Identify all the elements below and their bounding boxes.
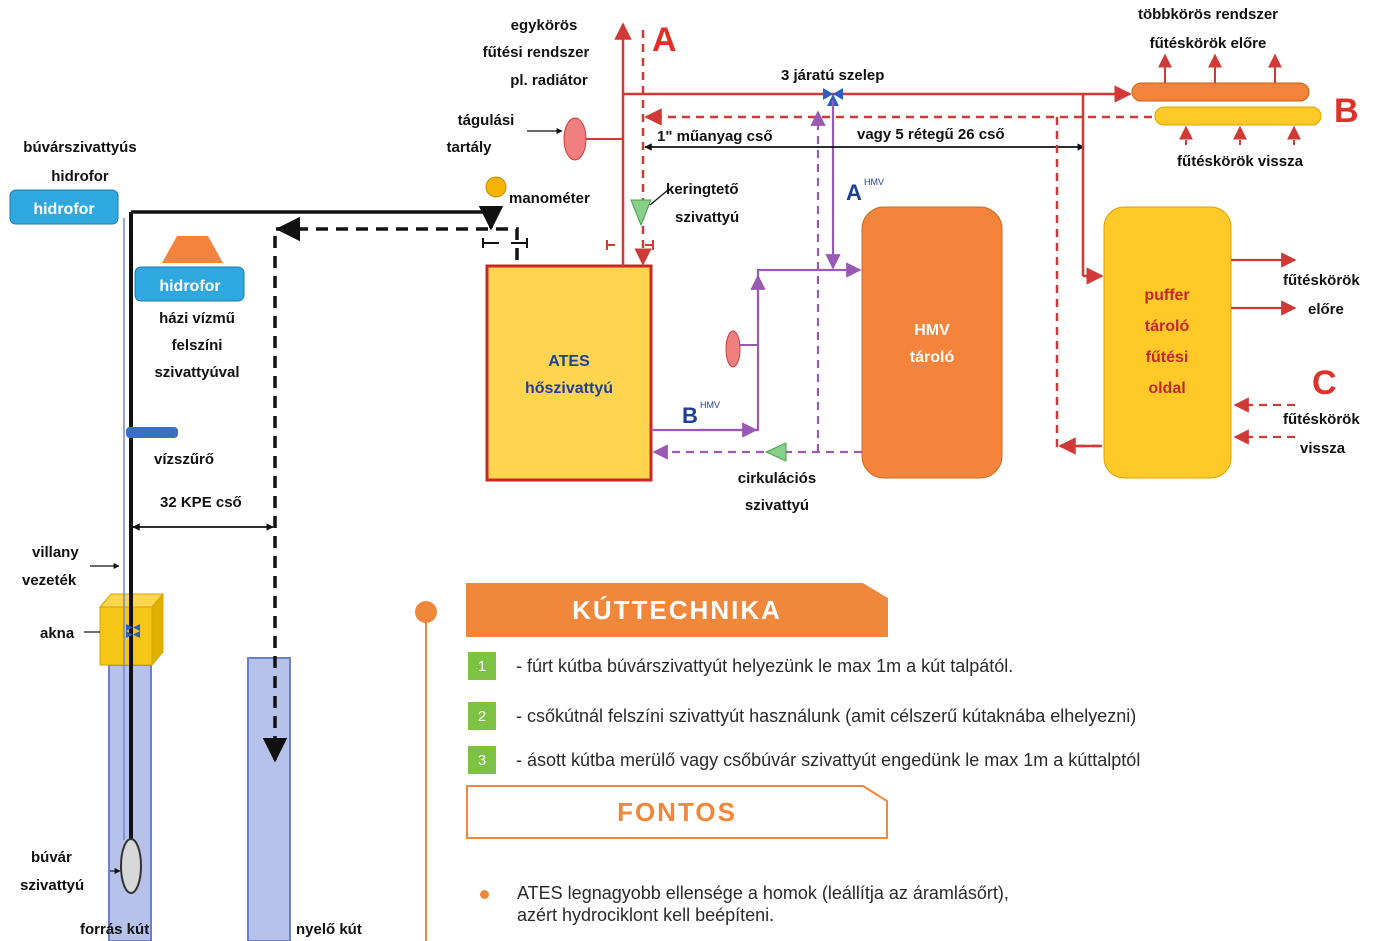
label-hazi-vizmu-3: szivattyúval <box>154 364 239 381</box>
label-tobbkoros-1: többkörös rendszer <box>1138 6 1278 23</box>
marker-c: C <box>1312 364 1337 402</box>
step-2-text: - csőkútnál felszíni szivattyút használu… <box>516 705 1137 726</box>
fontos-heading-border <box>466 785 888 839</box>
return-pipe-dashed <box>262 227 519 763</box>
label-buvarszivattyus-1: búvárszivattyús <box>23 139 136 156</box>
label-hazi-vizmu-2: felszíni <box>172 337 223 354</box>
label-futeskorok-vissza-top: fűtéskörök vissza <box>1177 153 1304 170</box>
label-kpe: 32 KPE cső <box>160 494 242 511</box>
fontos-bullet <box>480 890 489 899</box>
info-panel: KÚTTECHNIKA 1 - fúrt kútba búvárszivatty… <box>400 580 1396 941</box>
ates-box <box>485 264 653 482</box>
label-hazi-vizmu-1: házi vízmű <box>159 310 235 327</box>
hidrofor-pump-cap <box>162 236 223 263</box>
hidrofor-top-box <box>9 189 119 225</box>
hidrofor-mid-label: hidrofor <box>159 278 220 295</box>
puffer-label-4: oldal <box>1148 380 1185 397</box>
marker-b: B <box>1334 92 1359 130</box>
step-2-number: 2 <box>468 702 496 730</box>
label-cirkulacios-1: cirkulációs <box>738 470 816 487</box>
expansion-tank <box>563 117 587 161</box>
puffer-label-3: fűtési <box>1146 349 1189 366</box>
marker-a-hmv-sup: HMV <box>864 177 884 187</box>
label-keringteto-2: szivattyú <box>675 209 739 226</box>
fontos-text-line-2: azért hydrociklont kell beépíteni. <box>517 905 775 925</box>
submersible-pump <box>120 838 142 894</box>
keringteto-pointer <box>649 189 669 206</box>
ates-label-1: ATES <box>548 353 590 370</box>
fontos-heading: FONTOS <box>466 785 888 839</box>
water-filter <box>126 427 178 438</box>
kuttechnika-heading: KÚTTECHNIKA <box>466 583 888 637</box>
step-2: 2 - csőkútnál felszíni szivattyút haszná… <box>468 702 1136 730</box>
label-futeskorok-elore-2: előre <box>1308 301 1344 318</box>
label-3-jaratu: 3 járatú szelep <box>781 67 884 84</box>
hmv-expansion-tank <box>725 330 741 368</box>
hmv-label-2: tároló <box>910 349 955 366</box>
label-manometer: manométer <box>509 190 590 207</box>
label-tagulasi-1: tágulási <box>458 112 515 129</box>
hmv-label-1: HMV <box>914 322 950 339</box>
sink-well <box>247 657 291 941</box>
label-egykoros-3: pl. radiátor <box>510 72 588 89</box>
label-cirkulacios-2: szivattyú <box>745 497 809 514</box>
label-muanyag: 1" műanyag cső <box>657 128 773 145</box>
fontos-text: ATES legnagyobb ellensége a homok (leáll… <box>517 882 1009 926</box>
ates-label-2: hőszivattyú <box>525 380 613 397</box>
step-3: 3 - ásott kútba merülő vagy csőbúvár szi… <box>468 746 1140 774</box>
marker-a: A <box>652 21 677 59</box>
akna-valve-icon <box>126 624 140 638</box>
hidrofor-mid-box <box>134 266 245 302</box>
marker-a-hmv: A <box>846 180 862 205</box>
fontos-heading-text: FONTOS <box>617 796 737 827</box>
marker-b-hmv: B <box>682 403 698 428</box>
label-vagy5: vagy 5 rétegű 26 cső <box>857 126 1005 143</box>
label-akna: akna <box>40 625 75 642</box>
label-villany-2: vezeték <box>22 572 77 589</box>
hidrofor-top-label: hidrofor <box>33 201 94 218</box>
label-buvarszivattyus-2: hidrofor <box>51 168 109 185</box>
step-1: 1 - fúrt kútba búvárszivattyút helyezünk… <box>468 652 1013 680</box>
hmv-tank <box>861 206 1003 479</box>
timeline-dot <box>415 601 437 623</box>
puffer-label-1: puffer <box>1144 287 1189 304</box>
manifold-supply <box>1131 82 1310 102</box>
step-3-number: 3 <box>468 746 496 774</box>
supply-pipe-top <box>131 205 504 231</box>
manometer-gauge <box>485 176 507 198</box>
label-viszuro: vízszűrő <box>154 451 214 468</box>
label-buvar-1: búvár <box>31 849 72 866</box>
label-villany-1: villany <box>32 544 79 561</box>
timeline-line <box>425 610 427 941</box>
label-tobbkoros-2: fűtéskörök előre <box>1150 35 1267 52</box>
label-buvar-2: szivattyú <box>20 877 84 894</box>
label-egykoros-1: egykörös <box>511 17 578 34</box>
label-egykoros-2: fűtési rendszer <box>483 44 590 61</box>
puffer-label-2: tároló <box>1145 318 1190 335</box>
step-1-text: - fúrt kútba búvárszivattyút helyezünk l… <box>516 655 1014 676</box>
step-3-text: - ásott kútba merülő vagy csőbúvár sziva… <box>516 749 1141 770</box>
label-tagulasi-2: tartály <box>446 139 492 156</box>
label-futeskorok-elore-1: fűtéskörök <box>1283 272 1360 289</box>
circulation-pump <box>764 442 787 462</box>
fontos-text-line-1: ATES legnagyobb ellensége a homok (leáll… <box>517 883 1009 903</box>
manifold-return <box>1154 106 1322 126</box>
keringteto-pump <box>630 199 652 227</box>
step-1-number: 1 <box>468 652 496 680</box>
label-nyelo: nyelő kút <box>296 921 362 938</box>
puffer-tank <box>1103 206 1232 479</box>
label-forras: forrás kút <box>80 921 149 938</box>
label-futeskorok-vissza-1: fűtéskörök <box>1283 411 1360 428</box>
puffer-return-dashed <box>1055 117 1102 448</box>
label-keringteto-1: keringtető <box>666 181 739 198</box>
label-futeskorok-vissza-2: vissza <box>1300 440 1346 457</box>
marker-b-hmv-sup: HMV <box>700 400 720 410</box>
